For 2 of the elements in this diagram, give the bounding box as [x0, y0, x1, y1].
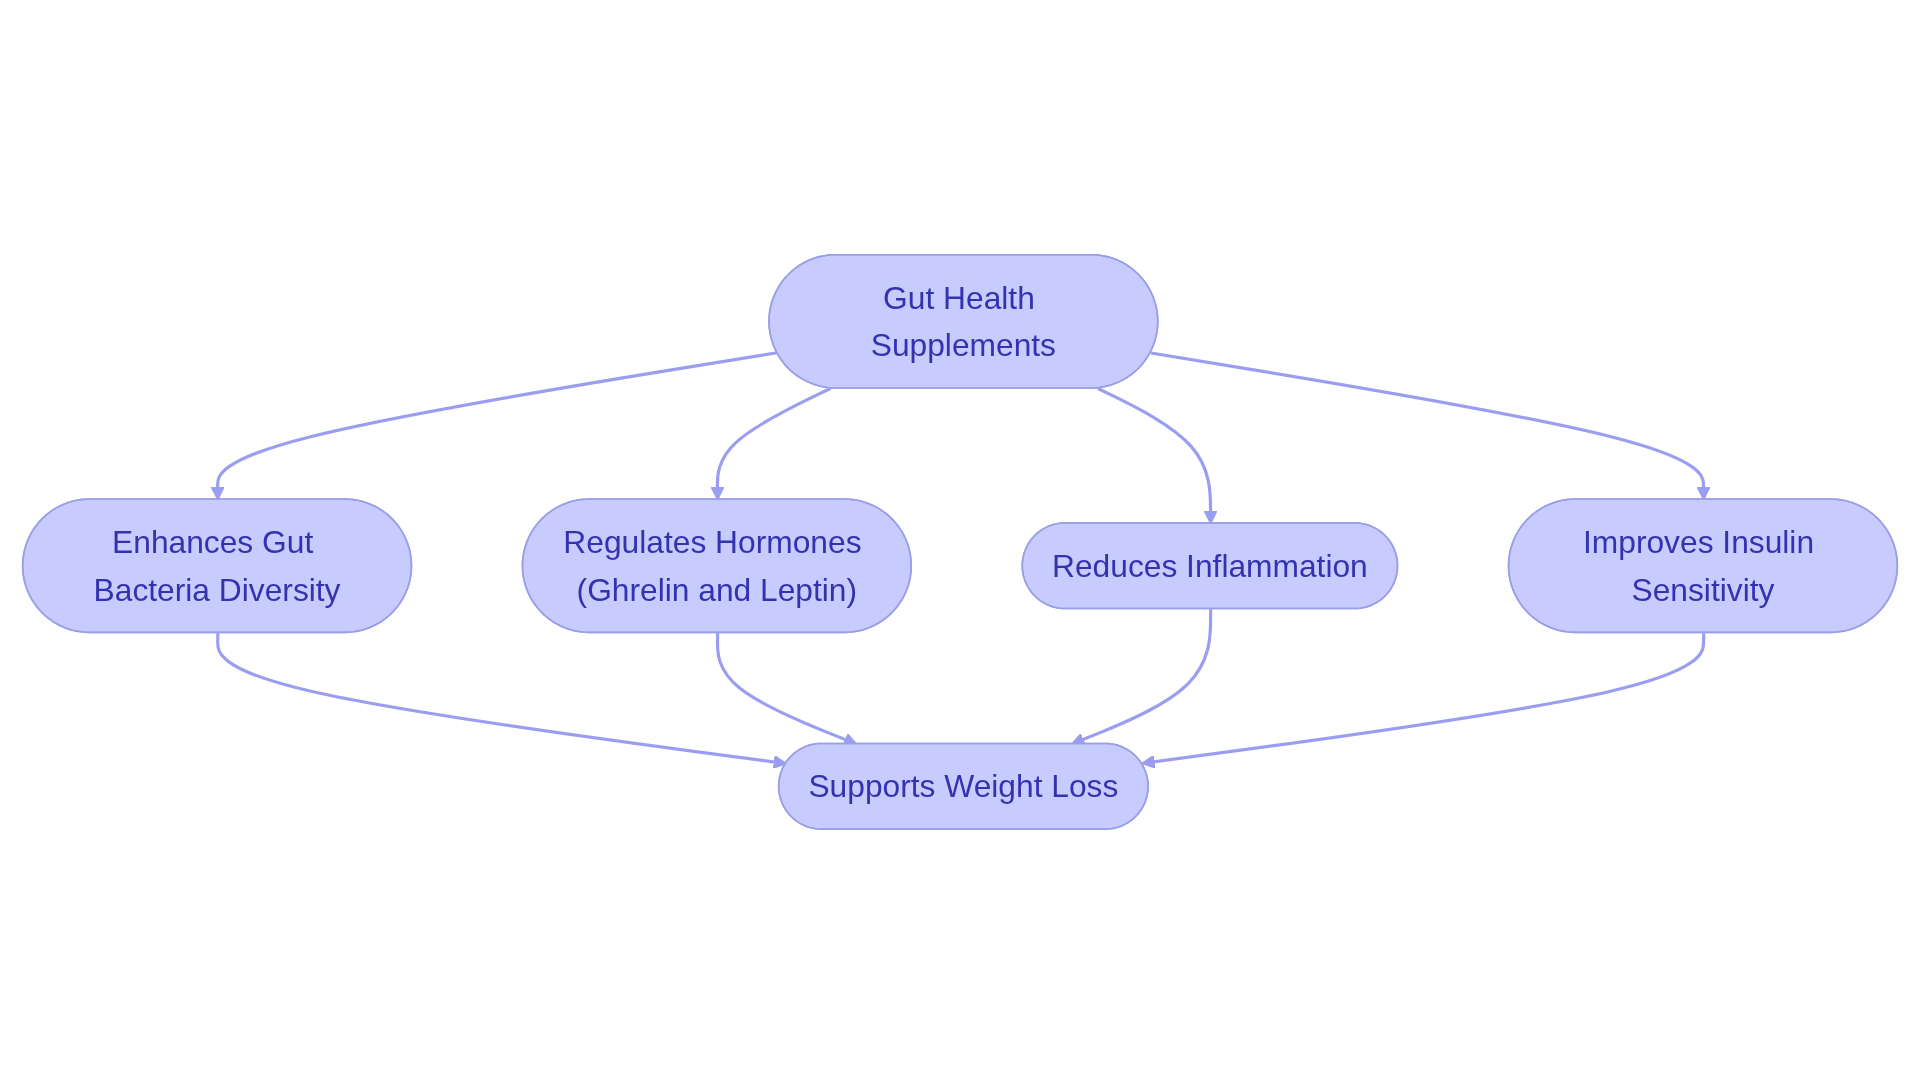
arrow [1097, 386, 1218, 524]
arrow [1141, 632, 1706, 769]
